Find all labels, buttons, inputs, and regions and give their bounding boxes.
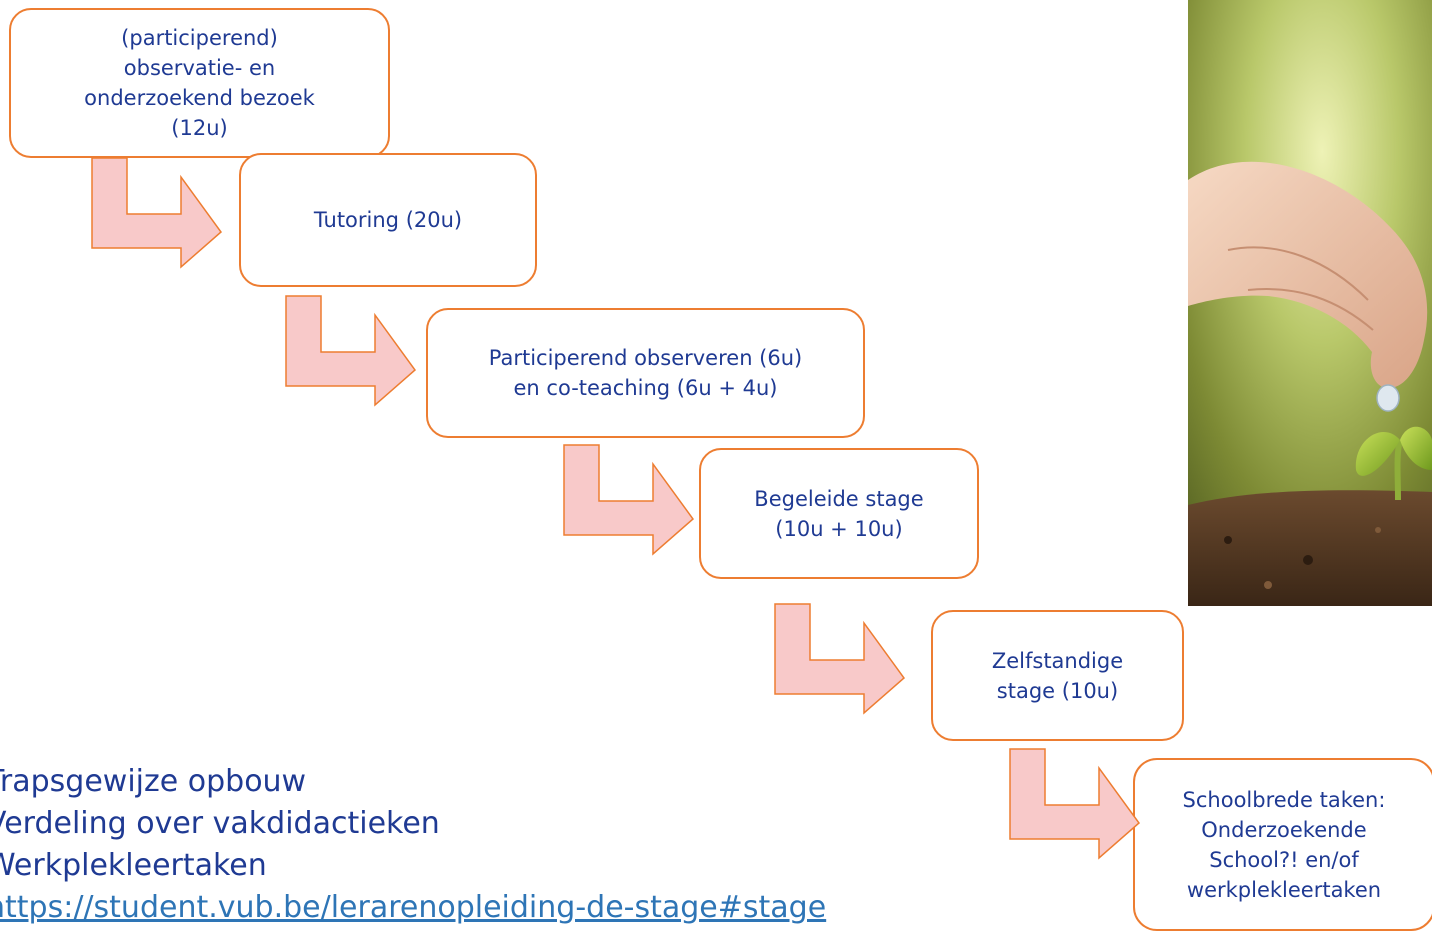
step-schoolwide-tasks-label: Schoolbrede taken: Onderzoekende School?…: [1182, 787, 1386, 902]
note-link-item: https://student.vub.be/lerarenopleiding-…: [0, 887, 826, 929]
step-guided-internship: Begeleide stage (10u + 10u): [699, 448, 979, 579]
notes-list: Trapsgewijze opbouw Verdeling over vakdi…: [0, 761, 826, 929]
note-item: Verdeling over vakdidactieken: [0, 806, 440, 841]
bent-arrow-3: [563, 444, 695, 556]
internship-info-link[interactable]: https://student.vub.be/lerarenopleiding-…: [0, 890, 827, 925]
seedling-illustration: [1188, 0, 1432, 606]
step-schoolwide-tasks: Schoolbrede taken: Onderzoekende School?…: [1133, 758, 1432, 931]
bent-arrow-1: [91, 157, 223, 269]
step-independent-internship: Zelfstandige stage (10u): [931, 610, 1184, 741]
step-observation-visit-label: (participerend) observatie- en onderzoek…: [84, 26, 315, 140]
step-participating-observing-label: Participerend observeren (6u) en co-teac…: [488, 346, 803, 400]
step-guided-internship-label: Begeleide stage (10u + 10u): [754, 486, 924, 541]
note-item: Trapsgewijze opbouw: [0, 764, 307, 799]
bent-arrow-4: [774, 603, 906, 715]
step-observation-visit: (participerend) observatie- en onderzoek…: [9, 8, 390, 158]
note-item: Werkplekleertaken: [0, 848, 267, 883]
step-independent-internship-label: Zelfstandige stage (10u): [991, 648, 1124, 703]
hand-watering-seedling-photo: [1188, 0, 1432, 606]
bent-arrow-5: [1009, 748, 1141, 860]
bent-arrow-2: [285, 295, 417, 407]
step-tutoring-label: Tutoring (20u): [313, 208, 463, 232]
step-tutoring: Tutoring (20u): [239, 153, 537, 287]
step-participating-observing: Participerend observeren (6u) en co-teac…: [426, 308, 865, 438]
